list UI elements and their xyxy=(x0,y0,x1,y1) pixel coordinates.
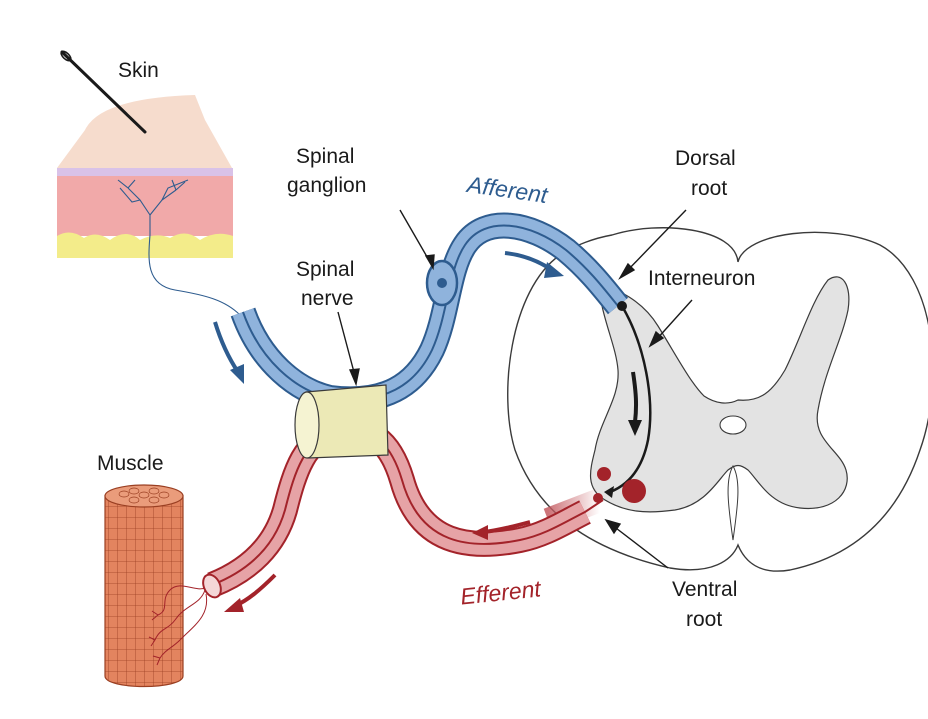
interneuron-label: Interneuron xyxy=(648,267,755,290)
interneuron-cell-body xyxy=(617,301,627,311)
skin-dermis xyxy=(57,176,233,236)
muscle-label: Muscle xyxy=(97,452,164,475)
skin-basal-layer xyxy=(57,168,233,176)
spinal-nerve-label-line1: Spinal xyxy=(296,258,354,281)
afferent-label: Afferent xyxy=(464,171,551,208)
central-canal xyxy=(720,416,746,434)
ganglion-cell-body xyxy=(437,278,447,288)
ventral-root-label-line1: Ventral xyxy=(672,578,737,601)
skin-label: Skin xyxy=(118,59,159,82)
skin-fat-layer xyxy=(57,232,233,258)
spinal-nerve-label-line2: nerve xyxy=(301,287,354,310)
spinal-ganglion-label-line1: Spinal xyxy=(296,145,354,168)
muscle-cylinder xyxy=(105,485,207,687)
dorsal-root-label-line1: Dorsal xyxy=(675,147,736,170)
spinal-nerve-sheath xyxy=(295,385,388,458)
spinal-ganglion-label-line2: ganglion xyxy=(287,174,366,197)
ventral-root-label-line2: root xyxy=(686,608,722,631)
skin-block xyxy=(57,95,240,315)
efferent-label: Efferent xyxy=(459,575,543,609)
dorsal-root-label-line2: root xyxy=(691,177,727,200)
